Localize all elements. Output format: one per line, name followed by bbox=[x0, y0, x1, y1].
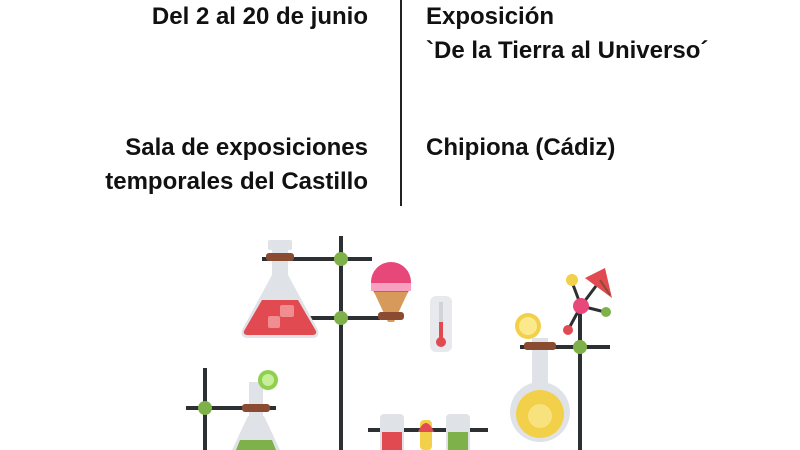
round-flask-icon bbox=[510, 338, 570, 442]
erlenmeyer-flask-icon bbox=[241, 240, 319, 338]
exhibition-dates: Del 2 al 20 de junio bbox=[151, 3, 368, 30]
exhibition-title: Exposición `De la Tierra al Universo´ bbox=[426, 0, 708, 68]
left-stand-icon bbox=[186, 368, 276, 450]
test-tube-rack-icon bbox=[368, 414, 488, 450]
title-line-1: Exposición bbox=[426, 3, 555, 30]
thermometer-icon bbox=[430, 296, 452, 352]
exhibition-city: Chipiona (Cádiz) bbox=[426, 134, 616, 161]
vertical-divider bbox=[400, 0, 402, 206]
venue-line-1: Sala de exposiciones bbox=[125, 134, 368, 161]
right-stand-icon bbox=[520, 310, 610, 450]
lab-stand-icon bbox=[262, 236, 380, 450]
venue-name: Sala de exposiciones temporales del Cast… bbox=[105, 131, 368, 199]
ice-cream-icon bbox=[371, 262, 411, 322]
lemon-slice-icon bbox=[515, 313, 541, 339]
molecule-icon bbox=[563, 274, 611, 335]
cocktail-umbrella-icon bbox=[585, 268, 612, 298]
small-flask-icon bbox=[232, 382, 280, 450]
venue-line-2: temporales del Castillo bbox=[105, 168, 368, 195]
lime-slice-icon bbox=[258, 370, 278, 390]
title-line-2: `De la Tierra al Universo´ bbox=[426, 37, 709, 64]
